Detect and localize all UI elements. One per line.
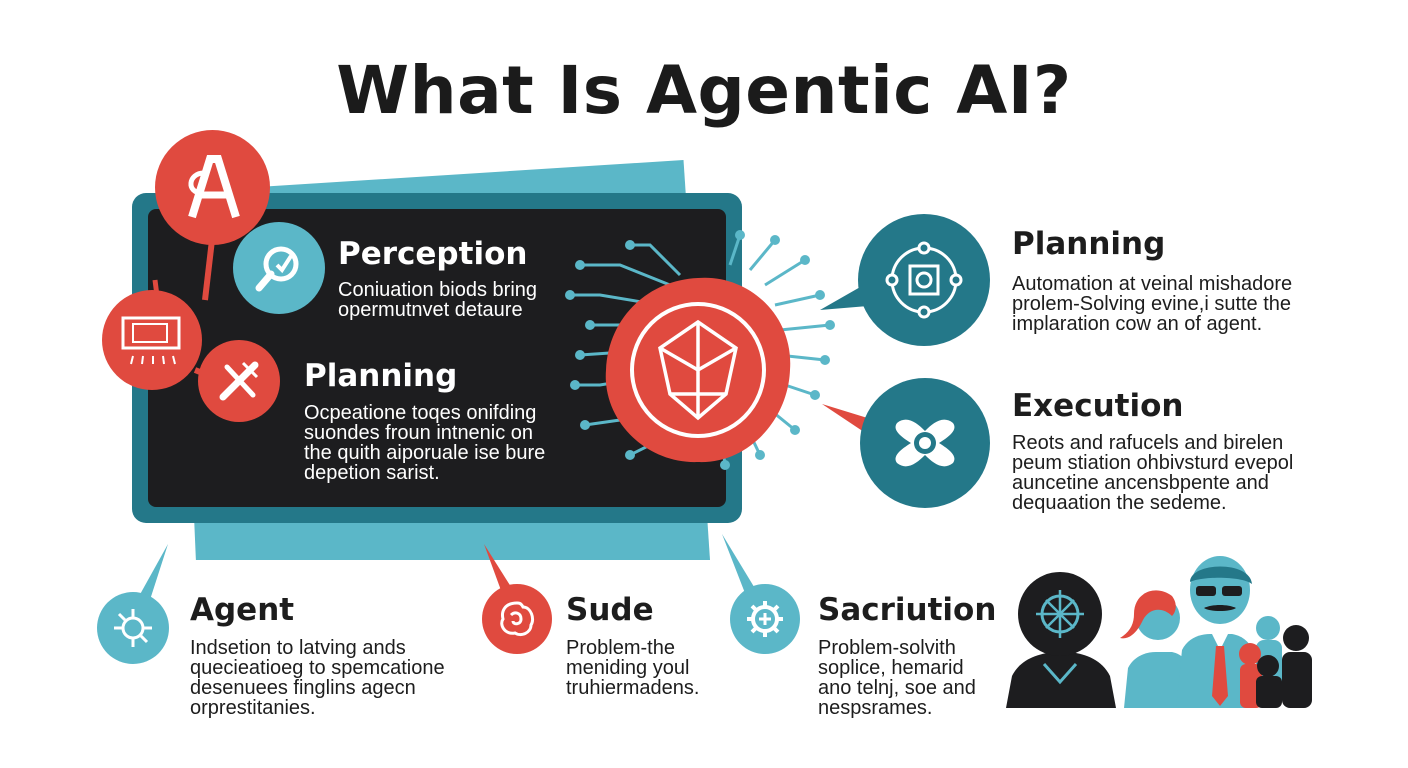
target-icon — [97, 592, 169, 664]
magnifier-icon — [233, 222, 325, 314]
execution-text: Reots and rafucels and birelen peum stia… — [1012, 432, 1294, 514]
execution-heading: Execution — [1012, 388, 1184, 424]
sude-heading: Sude — [566, 592, 654, 628]
people-illustration — [1006, 556, 1312, 708]
sacriution-text: Problem-solvith soplice, hemarid ano tel… — [818, 637, 976, 719]
letter-a-logo-icon — [155, 130, 270, 245]
joystick-icon — [860, 378, 990, 508]
perception-heading: Perception — [338, 236, 528, 272]
page-title: What Is Agentic AI? — [336, 52, 1072, 129]
agent-pointer — [138, 544, 168, 606]
planning-text-panel: Ocpeatione toqes onifding suondes froun … — [304, 402, 546, 484]
agent-text: Indsetion to latving ands quecieatioeg t… — [190, 637, 445, 719]
brain-icon — [482, 584, 552, 654]
sude-text: Problem-the meniding youl truhiermadens. — [566, 637, 700, 699]
tools-icon — [198, 340, 280, 422]
planning-heading-panel: Planning — [304, 358, 458, 394]
sacriution-heading: Sacriution — [818, 592, 997, 628]
planning-text: Automation at veinal mishadore prolem-So… — [1012, 273, 1293, 335]
agent-heading: Agent — [190, 592, 295, 628]
dashboard-screen-icon — [102, 290, 202, 390]
gear-plus-icon — [730, 584, 800, 654]
network-node-icon — [858, 214, 990, 346]
ai-chip-icon — [605, 277, 791, 463]
planning-heading: Planning — [1012, 226, 1166, 262]
perception-text: Coniuation biods bring opermutnvet detau… — [338, 279, 538, 321]
